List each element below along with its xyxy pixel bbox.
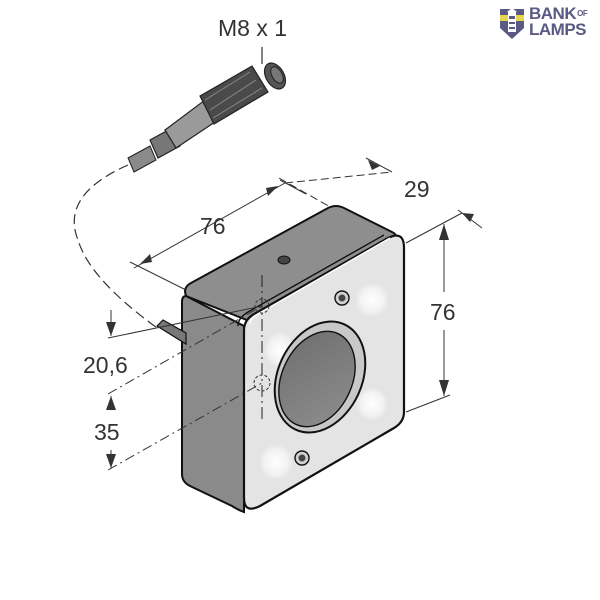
led-bottom-right [356,387,388,421]
logo-text: BANKOF LAMPS [529,4,588,39]
m8-connector [127,62,287,173]
offset-bottom-value: 35 [94,419,120,445]
depth-value: 29 [404,176,430,202]
lighthouse-icon [500,8,524,39]
offset-top-value: 20,6 [83,352,128,378]
width-value: 76 [200,213,226,239]
led-bottom-left [259,444,293,480]
sensor-housing [156,205,406,514]
logo-line2: LAMPS [529,20,587,39]
bank-of-lamps-logo: BANKOF LAMPS [499,4,599,42]
lens [278,330,356,428]
led-top-right [355,283,389,317]
logo-line1: BANK [529,4,577,23]
logo-of: OF [577,9,588,18]
height-value: 76 [430,299,456,325]
connector-thread-label: M8 x 1 [218,15,287,41]
depth-dimension: 29 [279,157,430,202]
offset-dimensions: 20,6 35 [83,305,263,471]
width-dimension: 76 [129,177,333,293]
height-dimension: 76 [405,209,483,413]
